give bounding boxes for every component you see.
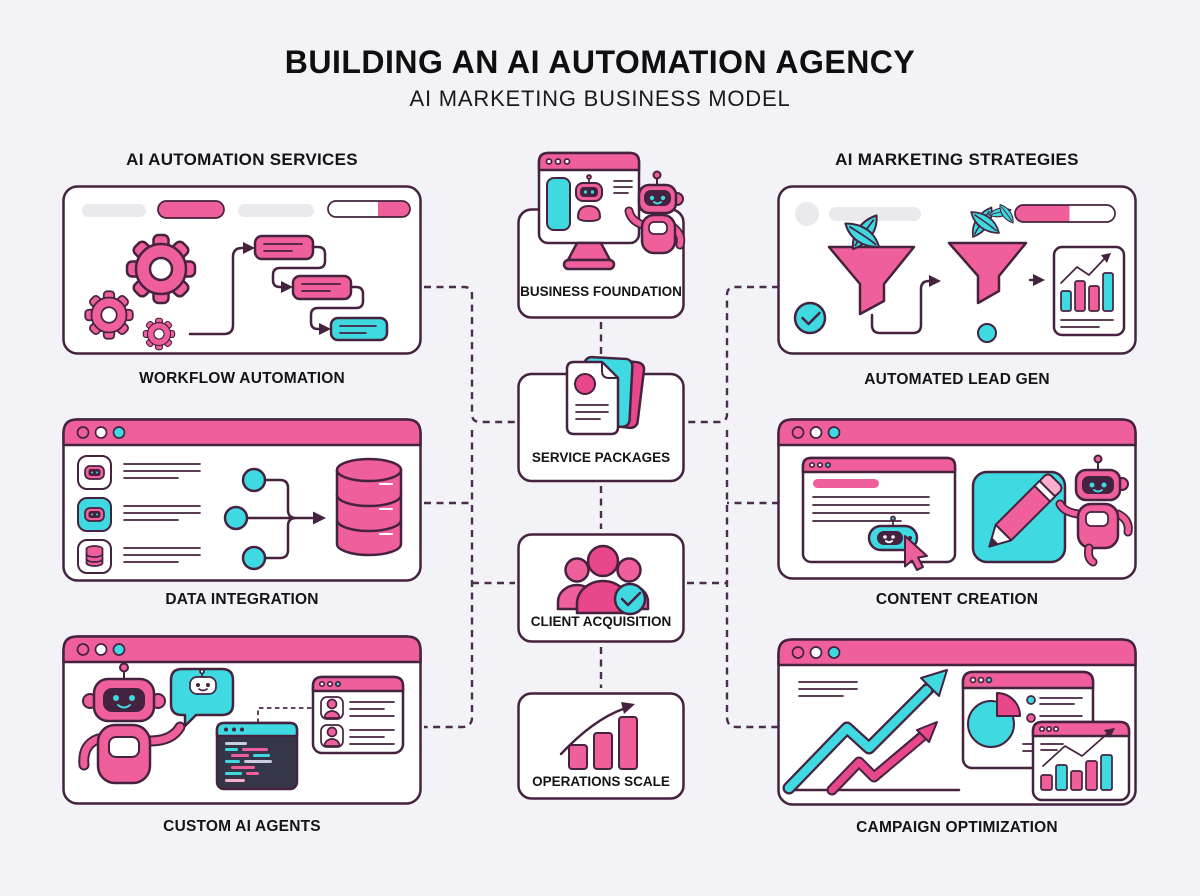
- progress-pill: [1014, 204, 1116, 223]
- funnel-icon: [827, 214, 916, 316]
- content-creation-card: [777, 418, 1137, 580]
- avatar-placeholder: [795, 202, 819, 226]
- pencil-icon: [971, 470, 1067, 564]
- browser-titlebar: [777, 638, 1137, 667]
- check-icon: [793, 301, 827, 335]
- clients-group-icon: [556, 544, 650, 616]
- business-foundation-label: BUSINESS FOUNDATION: [520, 284, 682, 299]
- progress-pill: [327, 200, 411, 218]
- custom-ai-agents-label: CUSTOM AI AGENTS: [163, 818, 321, 835]
- robot-icon: [1055, 454, 1133, 567]
- drop-dot: [977, 323, 997, 343]
- documents-icon: [565, 355, 646, 436]
- funnel-icon: [947, 241, 1028, 305]
- flowchart-icon: [188, 234, 389, 342]
- browser-titlebar: [62, 418, 422, 447]
- browser-dots-icon: [76, 426, 126, 439]
- content-creation-label: CONTENT CREATION: [875, 591, 1039, 608]
- article-window-icon: [801, 456, 957, 571]
- cursor-icon: [904, 535, 928, 571]
- data-integration-card: [62, 418, 422, 582]
- browser-dots-icon: [791, 646, 841, 659]
- data-merge-icon: [223, 467, 326, 571]
- placeholder-pill: [829, 207, 921, 221]
- service-packages-label: SERVICE PACKAGES: [531, 450, 671, 465]
- profiles-window-icon: [311, 675, 405, 755]
- campaign-optimization-card: [777, 638, 1137, 806]
- automated-lead-gen-card: [777, 185, 1137, 355]
- automated-lead-gen-label: AUTOMATED LEAD GEN: [864, 371, 1050, 388]
- growth-bars-icon: [559, 702, 638, 770]
- mini-chart-icon: [1052, 245, 1126, 337]
- placeholder-pill: [238, 204, 314, 217]
- monitor-icon: [537, 151, 641, 271]
- flow-arrow: [870, 279, 933, 335]
- browser-titlebar: [62, 635, 422, 664]
- browser-dots-icon: [76, 643, 126, 656]
- robot-icon: [78, 662, 186, 785]
- chat-bubble-icon: [169, 667, 235, 728]
- source-list: [77, 455, 201, 574]
- browser-titlebar: [777, 418, 1137, 447]
- page-subtitle: AI MARKETING BUSINESS MODEL: [409, 86, 791, 111]
- placeholder-pill: [82, 204, 146, 217]
- left-column-header: AI AUTOMATION SERVICES: [126, 150, 358, 169]
- right-column-header: AI MARKETING STRATEGIES: [835, 150, 1079, 169]
- database-icon: [335, 457, 403, 557]
- operations-scale-card: [517, 692, 685, 800]
- active-pill: [157, 200, 225, 219]
- workflow-automation-label: WORKFLOW AUTOMATION: [139, 370, 345, 387]
- client-acquisition-label: CLIENT ACQUISITION: [530, 614, 672, 629]
- bars-window-icon: [1031, 720, 1131, 802]
- campaign-optimization-label: CAMPAIGN OPTIMIZATION: [856, 819, 1058, 836]
- code-editor-icon: [215, 721, 299, 791]
- mini-connector: [257, 707, 312, 723]
- trend-arrow-pink-icon: [826, 721, 938, 796]
- browser-dots-icon: [791, 426, 841, 439]
- dashed-connectors: [424, 285, 779, 729]
- robot-icon: [624, 170, 686, 255]
- service-packages-card: [517, 355, 685, 483]
- text-lines: [798, 681, 858, 697]
- business-foundation-card: [517, 151, 686, 319]
- operations-scale-label: OPERATIONS SCALE: [532, 774, 670, 789]
- data-integration-label: DATA INTEGRATION: [165, 591, 319, 608]
- client-acquisition-card: [517, 533, 685, 643]
- page-title: BUILDING AN AI AUTOMATION AGENCY: [284, 44, 916, 80]
- check-icon: [613, 582, 647, 616]
- workflow-automation-card: [62, 185, 422, 355]
- custom-ai-agents-card: [62, 635, 422, 805]
- trend-arrow-cyan-icon: [782, 669, 948, 795]
